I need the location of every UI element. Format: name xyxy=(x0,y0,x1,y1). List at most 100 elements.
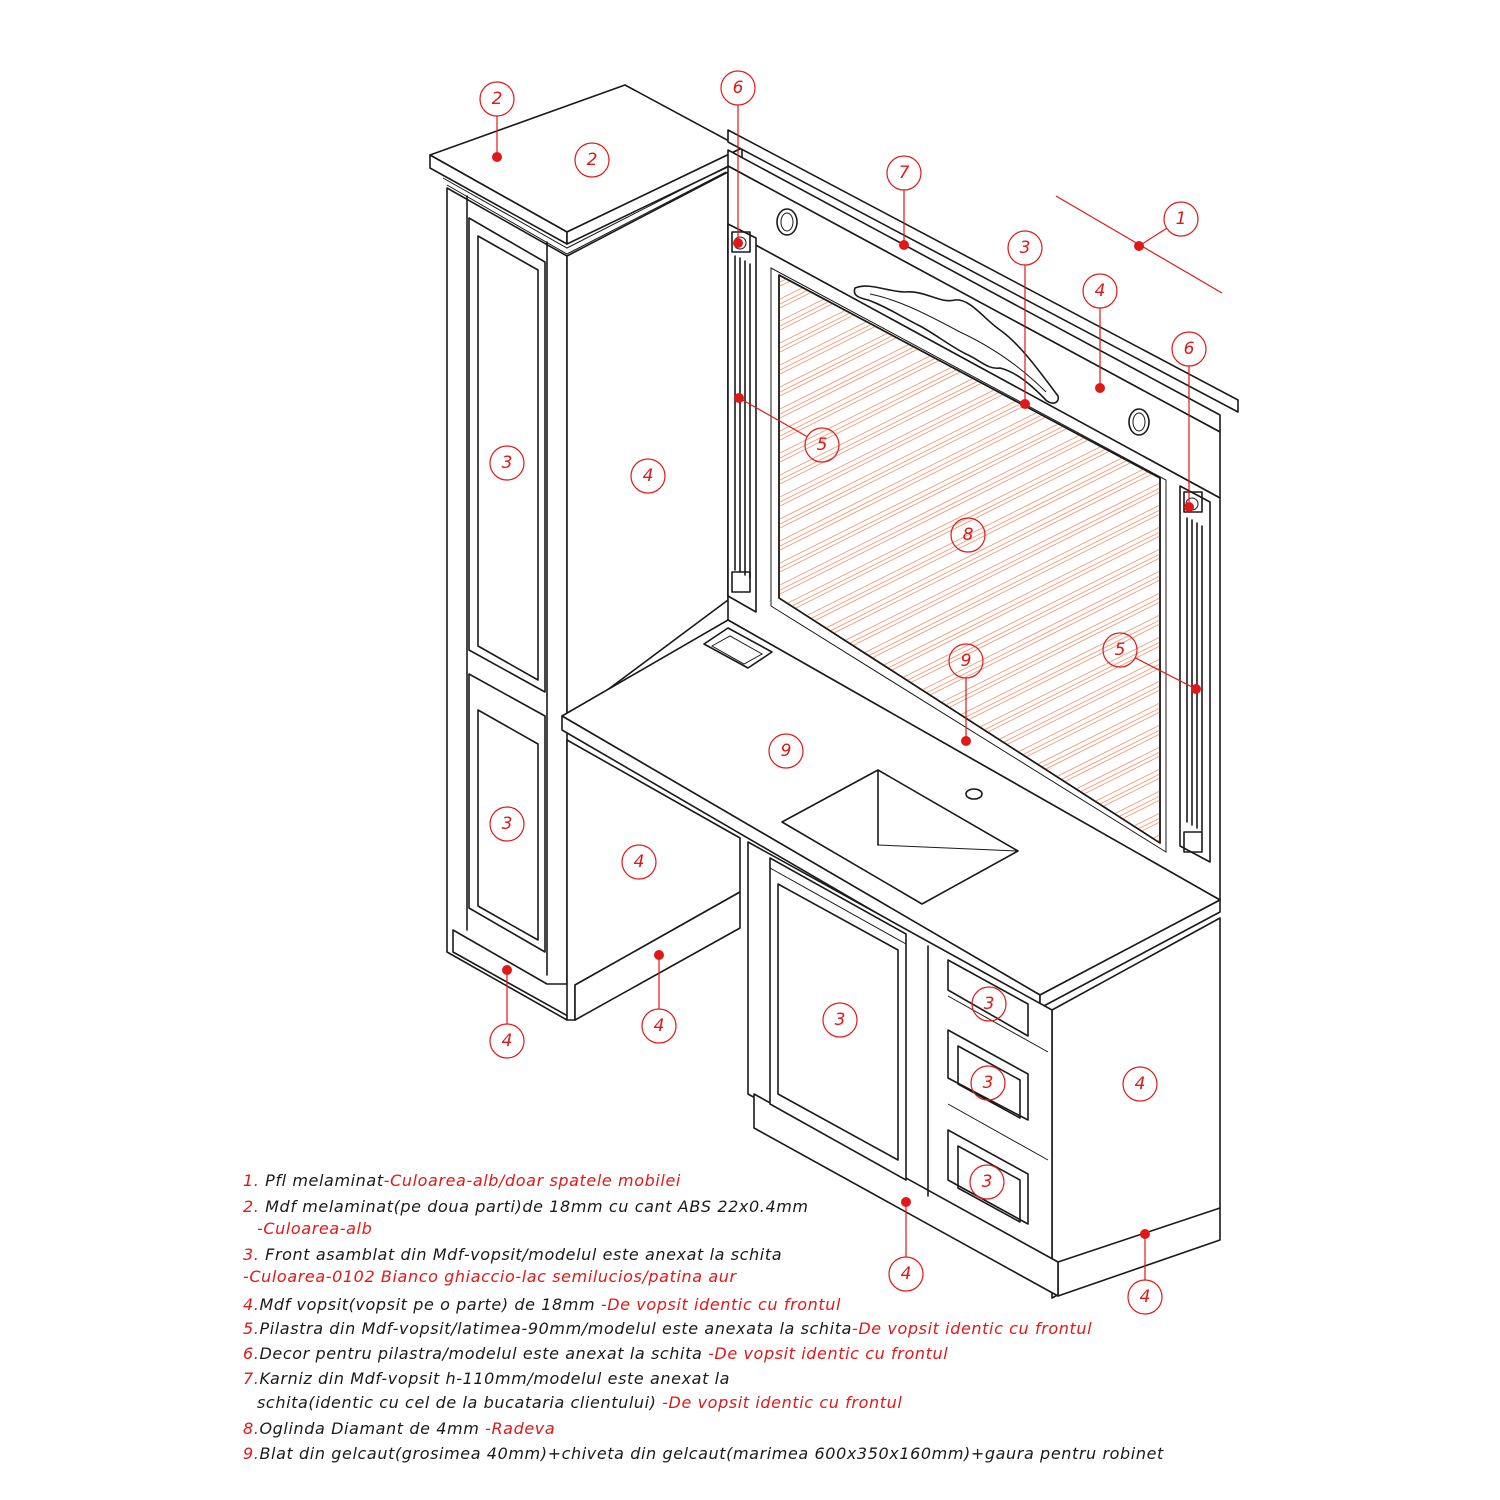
callout-c-4-plinth-mid: 4 xyxy=(641,950,677,1044)
legend-item-3: 3. Front asamblat din Mdf-vopsit/modelul… xyxy=(243,1245,783,1264)
callout-label: 3 xyxy=(984,994,995,1014)
callout-c-4-right-side: 4 xyxy=(1122,1066,1158,1102)
callout-circle xyxy=(804,427,840,463)
callout-label: 4 xyxy=(1140,1287,1151,1307)
callout-c-4-side-bottom: 4 xyxy=(621,844,657,880)
callout-dot xyxy=(899,240,909,250)
callout-c-5-left: 5 xyxy=(734,393,840,463)
callout-circle xyxy=(489,1023,525,1059)
callout-label: 4 xyxy=(1135,1074,1146,1094)
callout-dot xyxy=(502,965,512,975)
callout-c-7: 7 xyxy=(886,155,922,250)
callout-dot xyxy=(1191,684,1201,694)
callout-c-3-drawer3: 3 xyxy=(969,1164,1005,1200)
tall-lower-door xyxy=(468,673,546,953)
callout-c-6-left: 6 xyxy=(720,70,756,248)
callout-circle xyxy=(489,445,525,481)
mirror-cornice xyxy=(727,129,1239,413)
callout-dot xyxy=(654,950,664,960)
callout-circle xyxy=(822,1002,858,1038)
tall-cabinet xyxy=(429,84,743,1021)
tall-upper-door xyxy=(468,217,546,693)
callout-c-5-right: 5 xyxy=(1102,632,1201,694)
callout-circle xyxy=(1122,1066,1158,1102)
right-pilaster xyxy=(1179,485,1211,863)
callout-c-4-plinth-right: 4 xyxy=(1127,1229,1163,1315)
callout-c-8: 8 xyxy=(950,517,986,553)
callout-circle xyxy=(1007,230,1043,266)
legend-item-5: 5.Pilastra din Mdf-vopsit/latimea-90mm/m… xyxy=(243,1319,1093,1338)
legend-item-4: 4.Mdf vopsit(vopsit pe o parte) de 18mm … xyxy=(243,1295,842,1314)
callout-c-4-cornice: 4 xyxy=(1082,273,1118,393)
callout-dot xyxy=(1134,241,1144,251)
callout-circle xyxy=(970,1065,1006,1101)
callout-label: 3 xyxy=(502,453,513,473)
callout-dot xyxy=(1184,502,1194,512)
callout-layer: 2 2 6 7 1 3 4 6 5 3 4 8 5 9 9 3 4 3 4 4 3 3 4 3 4 4 xyxy=(479,70,1207,1315)
callout-circle xyxy=(630,458,666,494)
callout-c-9-back: 9 xyxy=(948,643,984,746)
callout-label: 6 xyxy=(733,78,744,98)
callout-dot xyxy=(734,393,744,403)
callout-c-3-drawer2: 3 xyxy=(970,1065,1006,1101)
callout-leader xyxy=(1138,227,1168,247)
callout-dot xyxy=(492,152,502,162)
callout-label: 8 xyxy=(963,525,974,545)
legend-item-2-color: -Culoarea-alb xyxy=(257,1219,373,1238)
callout-circle xyxy=(621,844,657,880)
callout-c-4-plinth-base: 4 xyxy=(888,1197,924,1292)
callout-label: 4 xyxy=(643,466,654,486)
mirror-unit xyxy=(727,129,1239,901)
callout-label: 3 xyxy=(982,1172,993,1192)
callout-label: 4 xyxy=(901,1264,912,1284)
callout-c-1: 1 xyxy=(1134,201,1199,251)
callout-label: 4 xyxy=(1095,281,1106,301)
callout-circle xyxy=(574,142,610,178)
callout-c-6-right: 6 xyxy=(1171,331,1207,512)
callout-dot xyxy=(1140,1229,1150,1239)
callout-circle xyxy=(489,806,525,842)
callout-c-9-top: 9 xyxy=(768,733,804,769)
callout-label: 6 xyxy=(1184,339,1195,359)
drawer-top xyxy=(947,959,1029,1037)
base-door xyxy=(769,857,907,1181)
callout-label: 4 xyxy=(502,1031,513,1051)
callout-circle xyxy=(1102,632,1138,668)
callout-circle xyxy=(1163,201,1199,237)
callout-label: 9 xyxy=(961,651,972,671)
callout-c-4-side-top: 4 xyxy=(630,458,666,494)
left-pilaster xyxy=(727,223,757,613)
base-cabinet xyxy=(747,841,1221,1299)
callout-label: 7 xyxy=(899,163,910,183)
callout-c-3-tall-bottom: 3 xyxy=(489,806,525,842)
legend-item-6: 6.Decor pentru pilastra/modelul este ane… xyxy=(243,1344,949,1363)
callout-circle xyxy=(479,81,515,117)
callout-label: 2 xyxy=(492,89,503,109)
base-plinth xyxy=(753,1093,1059,1297)
callout-circle xyxy=(971,986,1007,1022)
callout-circle xyxy=(720,70,756,106)
carved-decor xyxy=(853,285,1060,404)
callout-c-3-drawer1: 3 xyxy=(971,986,1007,1022)
callout-c-2-top: 2 xyxy=(479,81,515,162)
callout-circle xyxy=(768,733,804,769)
callout-circle xyxy=(950,517,986,553)
callout-circle xyxy=(1171,331,1207,367)
callout-circle xyxy=(948,643,984,679)
callout-circle xyxy=(1127,1279,1163,1315)
callout-c-4-plinth-left: 4 xyxy=(489,965,525,1059)
callout-circle xyxy=(1082,273,1118,309)
callout-dot xyxy=(1095,383,1105,393)
callout-c-3-carving: 3 xyxy=(1007,230,1043,409)
callout-label: 5 xyxy=(817,435,828,455)
callout-c-3-door: 3 xyxy=(822,1002,858,1038)
callout-label: 3 xyxy=(835,1010,846,1030)
legend-item-1: 1. Pfl melaminat-Culoarea-alb/doar spate… xyxy=(243,1171,681,1190)
callout-dot xyxy=(733,238,743,248)
callout-c-2-panel: 2 xyxy=(574,142,610,178)
faucet-hole xyxy=(965,788,983,800)
callout-label: 4 xyxy=(634,852,645,872)
legend-item-9: 9.Blat din gelcaut(grosimea 40mm)+chivet… xyxy=(243,1444,1164,1463)
callout-label: 2 xyxy=(587,150,598,170)
